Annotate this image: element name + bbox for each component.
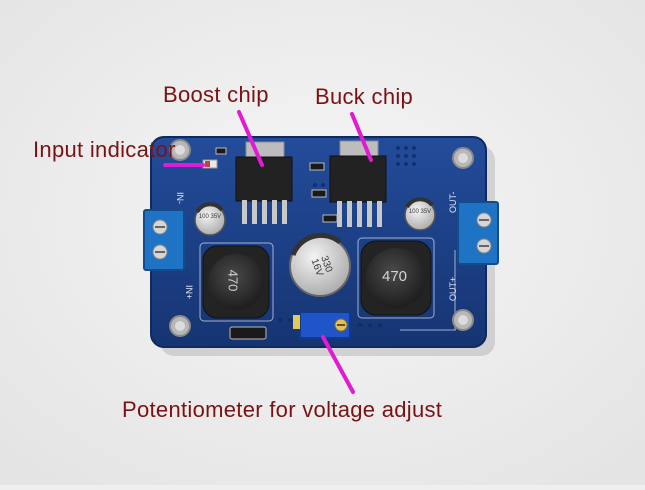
boost-chip (235, 141, 293, 224)
small-capacitor-left (194, 202, 226, 236)
inductor-right-marking: 470 (382, 268, 408, 285)
cap-left-marking: 100 35V (198, 214, 222, 220)
cap-right-marking: 100 35V (408, 209, 432, 215)
large-capacitor (289, 232, 351, 297)
silk-in-plus: IN+ (184, 285, 194, 300)
inductor-right (360, 240, 432, 316)
potentiometer-label: Potentiometer for voltage adjust (122, 397, 443, 422)
potentiometer (293, 311, 351, 339)
output-terminal (457, 201, 499, 265)
buck-chip-label: Buck chip (315, 84, 414, 109)
silk-out-plus: OUT+ (448, 276, 458, 301)
buck-chip (329, 140, 387, 227)
callout-arrows (163, 110, 373, 394)
silk-out-minus: OUT- (448, 191, 458, 214)
mounting-holes (169, 139, 474, 337)
input-terminal (143, 209, 185, 271)
input-indicator-led (202, 159, 218, 169)
small-capacitor-right (404, 197, 436, 231)
inductor-left (202, 245, 270, 319)
boost-chip-label: Boost chip (163, 82, 269, 107)
silk-in-minus: IN- (175, 192, 185, 204)
input-indicator-label: Input indicator (33, 137, 176, 162)
inductor-left-marking: 470 (225, 269, 241, 292)
